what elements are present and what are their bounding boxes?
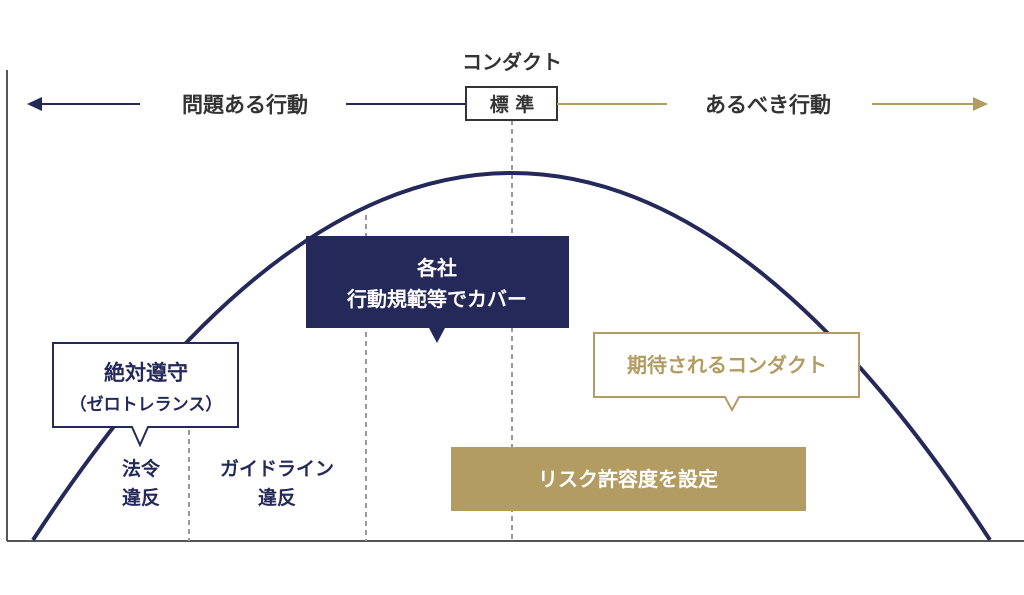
conduct-label: コンダクト <box>462 50 562 74</box>
left-arrow-icon <box>27 97 42 111</box>
right-arrow-icon <box>973 97 988 111</box>
risk-tolerance-text: リスク許容度を設定 <box>538 467 718 491</box>
company-callout: 各社 行動規範等でカバー <box>306 236 569 343</box>
company-callout-line2: 行動規範等でカバー <box>346 287 527 311</box>
problem-behavior-label: 問題ある行動 <box>182 93 308 117</box>
expected-conduct-callout: 期待されるコンダクト <box>593 332 860 413</box>
expected-conduct-text: 期待されるコンダクト <box>627 353 827 377</box>
law-violation-line1: 法令 <box>122 457 161 480</box>
guideline-violation-line2: 違反 <box>258 486 296 509</box>
risk-tolerance-box: リスク許容度を設定 <box>451 447 806 511</box>
standard-label: 標 準 <box>490 93 535 116</box>
standard-box <box>465 86 558 121</box>
desired-behavior-label: あるべき行動 <box>705 93 831 117</box>
company-callout-line1: 各社 <box>416 256 457 280</box>
guideline-violation-line1: ガイドライン <box>220 458 334 480</box>
absolute-compliance-callout: 絶対遵守 （ゼロトレランス） <box>52 342 239 448</box>
absolute-callout-line1: 絶対遵守 <box>104 361 188 385</box>
law-violation-line2: 違反 <box>122 486 160 509</box>
absolute-callout-line2: （ゼロトレランス） <box>70 394 223 415</box>
